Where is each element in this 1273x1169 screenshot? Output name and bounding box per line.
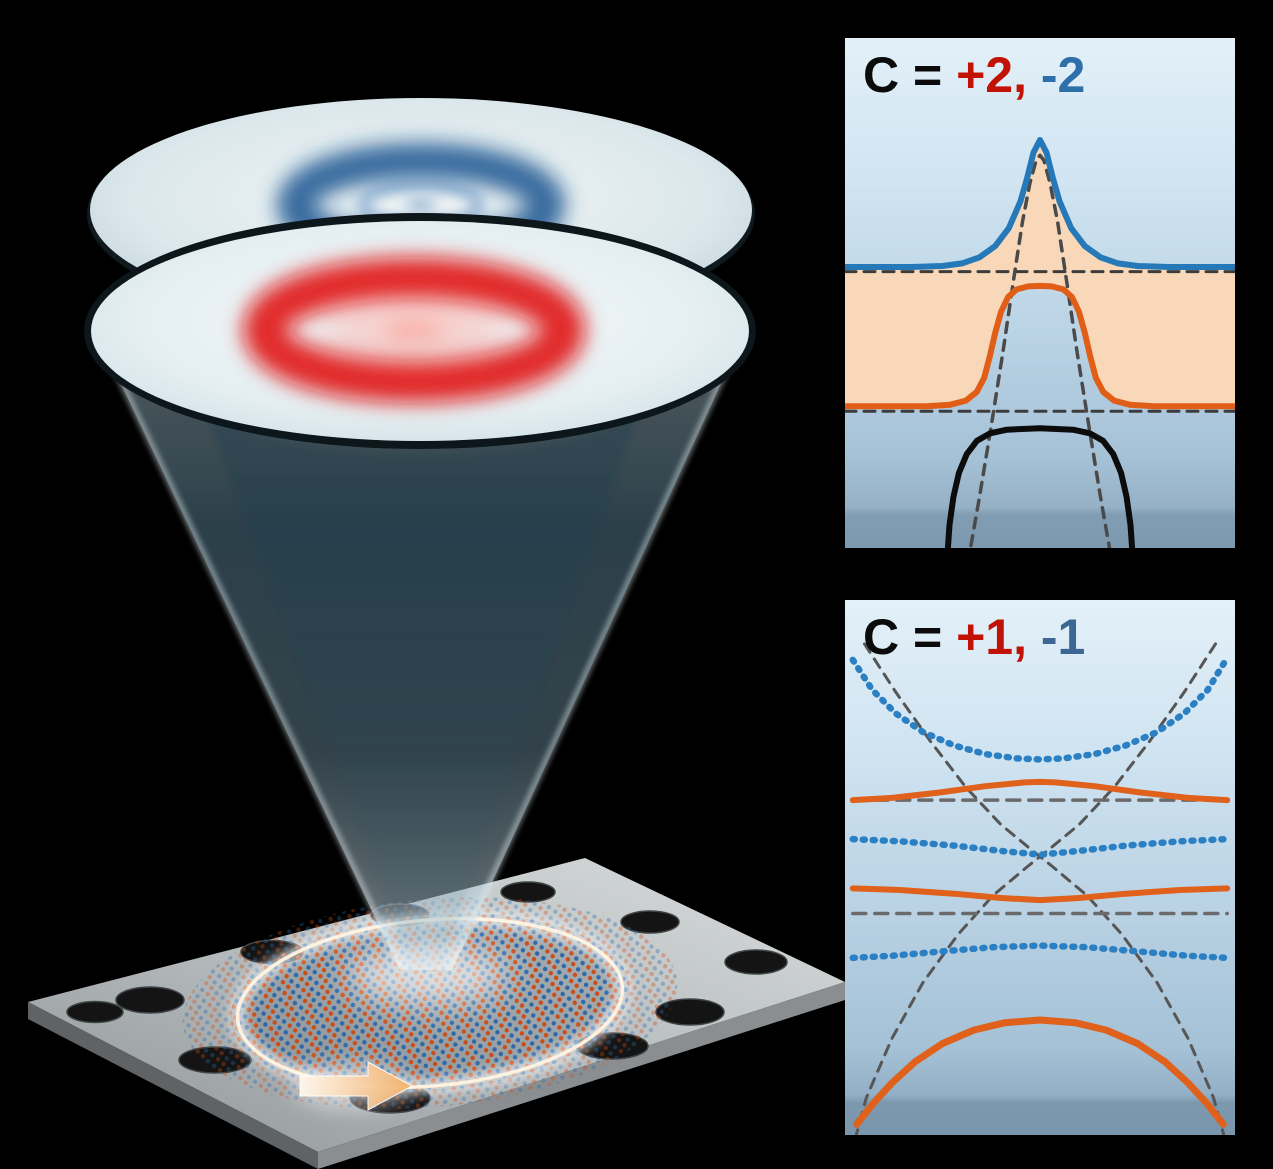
slab-hole (620, 910, 680, 934)
panel-title: C = +2, -2 (863, 46, 1085, 104)
slab-hole (115, 986, 185, 1014)
panel-title: C = +1, -1 (863, 608, 1085, 666)
chern-prefix: C = (863, 47, 957, 103)
chern-prefix: C = (863, 609, 957, 665)
red-ring-profile (243, 257, 585, 403)
slab-edge-left (28, 1002, 318, 1169)
chern-positive: +2, (956, 47, 1027, 103)
beam-cone-illustration (28, 98, 845, 1169)
slab-edge-front (318, 982, 845, 1169)
slab-hole (724, 949, 788, 975)
chern-positive: +1, (956, 609, 1027, 665)
slab-hole (66, 1000, 124, 1024)
chern-panel-plus2-minus2: C = +2, -2 (845, 38, 1235, 548)
chern-negative: -2 (1027, 47, 1086, 103)
propagation-arrow-icon (294, 1061, 414, 1111)
band-structure-chart-c1 (849, 642, 1231, 1135)
chern-negative: -1 (1027, 609, 1086, 665)
red-beam-disk (84, 213, 756, 449)
light-cone (98, 338, 743, 970)
cone-tip-glow (347, 945, 507, 1005)
chern-panel-plus1-minus1: C = +1, -1 (845, 600, 1235, 1135)
band-structure-chart-c2 (845, 137, 1235, 548)
